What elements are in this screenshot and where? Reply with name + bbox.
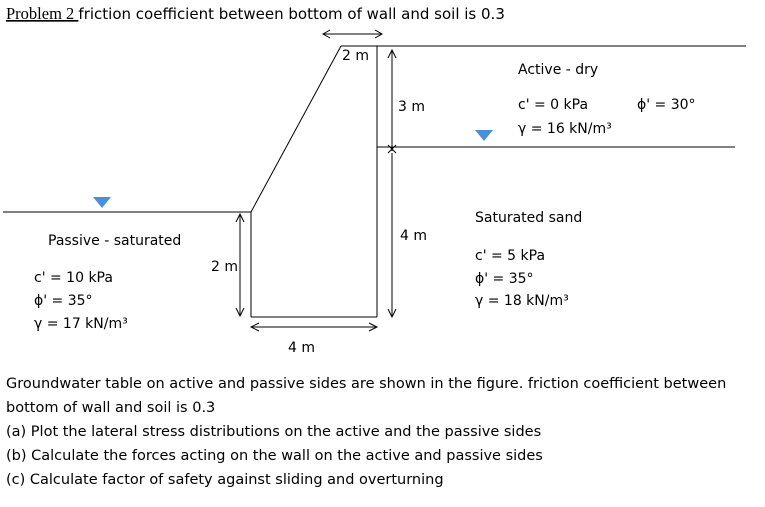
saturated-sand-c: c' = 5 kPa — [475, 248, 545, 264]
dim-base-width-label: 4 m — [288, 340, 315, 356]
dim-lower-height — [387, 153, 397, 319]
dim-embed-height — [235, 212, 245, 318]
dim-base-width — [249, 322, 379, 332]
active-dry-phi: ϕ' = 30° — [637, 97, 696, 113]
active-dry-gamma: γ = 16 kN/m³ — [518, 121, 612, 137]
saturated-sand-phi: ϕ' = 35° — [475, 271, 534, 287]
dim-embed-height-label: 2 m — [211, 259, 238, 275]
question-c: (c) Calculate factor of safety against s… — [6, 472, 444, 488]
problem-label: Problem 2 — [6, 4, 78, 23]
passive-phi: ϕ' = 35° — [34, 293, 93, 309]
passive-c: c' = 10 kPa — [34, 270, 113, 286]
dim-top-width — [321, 29, 384, 39]
active-dry-title: Active - dry — [518, 62, 598, 78]
passive-title: Passive - saturated — [48, 233, 181, 249]
dim-upper-height-label: 3 m — [398, 99, 425, 115]
dim-lower-height-label: 4 m — [400, 228, 427, 244]
question-a: (a) Plot the lateral stress distribution… — [6, 424, 542, 440]
dim-top-width-label: 2 m — [342, 48, 369, 64]
problem-title: Problem 2 friction coefficient between b… — [6, 4, 505, 23]
dim-upper-height — [387, 48, 397, 154]
problem-text-line1: Groundwater table on active and passive … — [6, 376, 727, 392]
question-b: (b) Calculate the forces acting on the w… — [6, 448, 543, 464]
water-table-marker-active — [475, 130, 493, 141]
passive-gamma: γ = 17 kN/m³ — [34, 316, 128, 332]
saturated-sand-title: Saturated sand — [475, 210, 582, 226]
problem-description: friction coefficient between bottom of w… — [78, 5, 504, 23]
saturated-sand-gamma: γ = 18 kN/m³ — [475, 293, 569, 309]
water-table-marker-passive — [93, 197, 111, 208]
retaining-wall — [250, 45, 378, 318]
active-dry-c: c' = 0 kPa — [518, 97, 588, 113]
problem-text-line2: bottom of wall and soil is 0.3 — [6, 400, 216, 416]
